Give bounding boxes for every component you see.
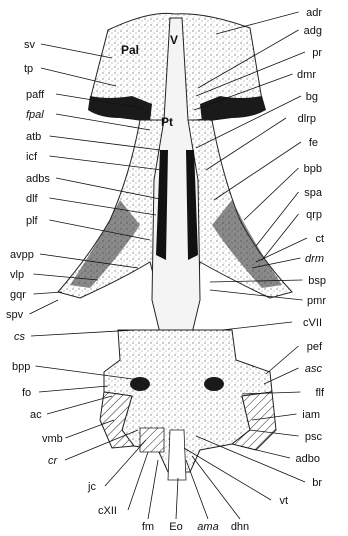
label-psc: psc: [305, 431, 323, 443]
label-dlf: dlf: [26, 193, 39, 205]
bottom-labels: fm Eo ama dhn: [142, 521, 249, 533]
label-dlrp: dlrp: [298, 113, 316, 125]
leader-line-fo: [39, 386, 108, 392]
label-ct: ct: [315, 233, 324, 245]
label-spa: spa: [304, 187, 323, 199]
label-adbs: adbs: [26, 173, 50, 185]
label-vmb: vmb: [42, 433, 63, 445]
inner-label-pal: Pal: [121, 43, 139, 57]
label-pef: pef: [307, 341, 323, 353]
label-sv: sv: [24, 39, 36, 51]
right-labels: adr adg pr dmr bg dlrp fe bpb spa qrp ct drm bsp pmr c…: [279, 7, 326, 507]
label-pr: pr: [312, 47, 322, 59]
leader-line-eo: [176, 478, 178, 519]
label-dmr: dmr: [297, 69, 316, 81]
label-gqr: gqr: [10, 289, 26, 301]
label-bg: bg: [306, 91, 318, 103]
cut-region-occipital: [140, 428, 164, 452]
label-qrp: qrp: [306, 209, 322, 221]
label-vlp: vlp: [10, 269, 24, 281]
label-fpal: fpal: [26, 109, 44, 121]
label-atb: atb: [26, 131, 41, 143]
leader-line-bpb: [244, 168, 299, 220]
exoccipital-strip: [168, 430, 186, 480]
label-cxii: cXII: [98, 505, 117, 517]
label-pmr: pmr: [307, 295, 326, 307]
label-fo: fo: [22, 387, 31, 399]
leader-line-cxii: [128, 452, 148, 510]
label-adg: adg: [304, 25, 322, 37]
label-bsp: bsp: [308, 275, 326, 287]
label-spv: spv: [6, 309, 24, 321]
label-adbo: adbo: [296, 453, 320, 465]
label-ac: ac: [30, 409, 42, 421]
leader-line-gqr: [34, 292, 63, 294]
label-vt: vt: [279, 495, 288, 507]
leader-line-vt: [184, 448, 271, 500]
leader-line-dlrp: [206, 118, 286, 170]
label-icf: icf: [26, 151, 38, 163]
label-tp: tp: [24, 63, 33, 75]
label-cs: cs: [14, 331, 26, 343]
label-flf: flf: [315, 387, 325, 399]
label-avpp: avpp: [10, 249, 34, 261]
leader-line-spa: [256, 192, 299, 246]
inner-label-v: V: [170, 33, 178, 47]
leader-line-fe: [214, 142, 301, 200]
label-asc: asc: [305, 363, 323, 375]
inner-label-pt: Pt: [161, 115, 173, 129]
label-eo: Eo: [169, 521, 182, 533]
leader-line-fm: [148, 460, 158, 519]
label-adr: adr: [306, 7, 322, 19]
leader-line-pef: [266, 346, 299, 374]
leader-line-spv: [30, 300, 59, 314]
label-br: br: [312, 477, 322, 489]
leader-line-qrp: [262, 214, 299, 260]
leader-line-sv: [41, 44, 112, 58]
label-fm: fm: [142, 521, 154, 533]
label-ama: ama: [197, 521, 218, 533]
leader-line-adbo: [240, 446, 290, 458]
label-plf: plf: [26, 215, 39, 227]
label-dhn: dhn: [231, 521, 249, 533]
leader-line-ama: [186, 460, 208, 519]
leader-line-dhn: [192, 456, 240, 519]
label-cr: cr: [48, 455, 59, 467]
label-bpb: bpb: [304, 163, 322, 175]
label-iam: iam: [302, 409, 320, 421]
label-bpp: bpp: [12, 361, 30, 373]
label-fe: fe: [309, 137, 318, 149]
label-drm: drm: [305, 253, 324, 265]
fenestra-ovalis-right: [204, 377, 224, 391]
leader-line-cvii: [222, 322, 292, 330]
label-jc: jc: [87, 481, 96, 493]
label-cvii: cVII: [303, 317, 322, 329]
label-paff: paff: [26, 89, 45, 101]
